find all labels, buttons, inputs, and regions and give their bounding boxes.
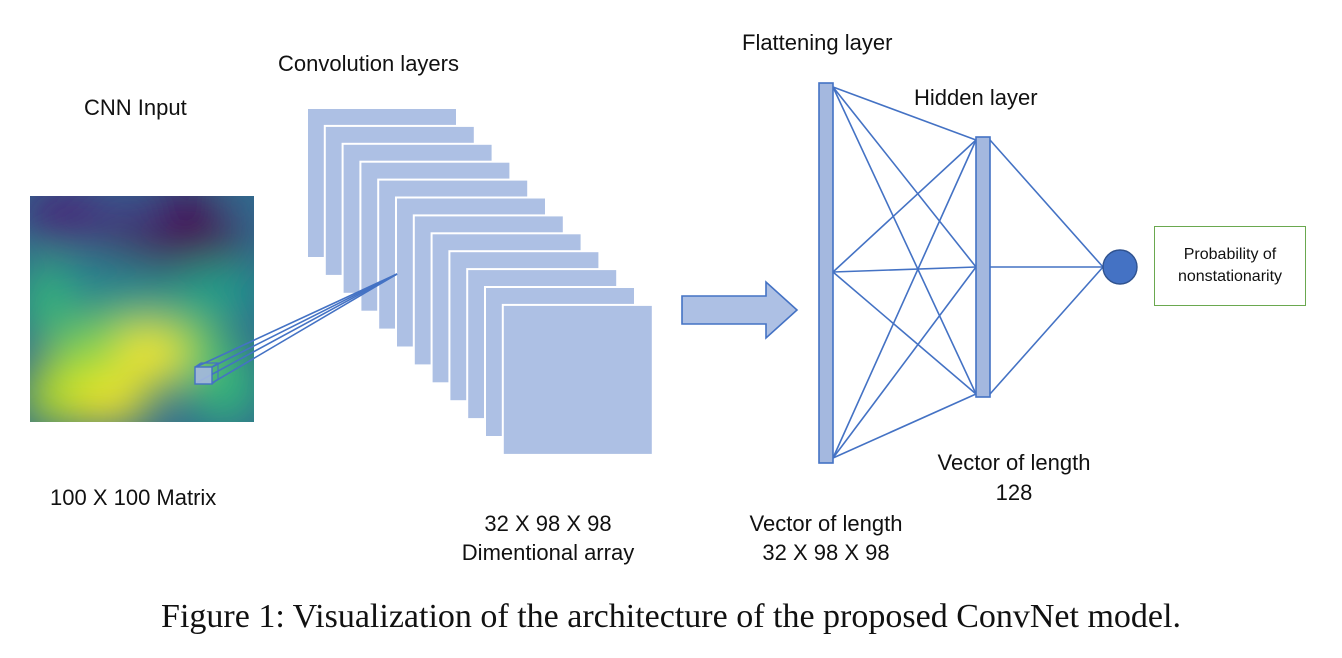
kernel-patch-icon bbox=[194, 362, 219, 385]
flat-size-line1: Vector of length bbox=[749, 511, 903, 536]
convolution-layers-label: Convolution layers bbox=[278, 51, 459, 76]
hidden-size-line2: 128 bbox=[995, 480, 1033, 505]
feature-map-12 bbox=[501, 303, 654, 456]
conv-size-line1: 32 X 98 X 98 bbox=[484, 511, 612, 536]
hidden-layer-label: Hidden layer bbox=[914, 85, 1038, 110]
hidden-layer-bar bbox=[975, 136, 991, 398]
cnn-input-label: CNN Input bbox=[84, 95, 187, 120]
figure-caption: Figure 1: Visualization of the architect… bbox=[161, 598, 1181, 635]
flattening-layer-bar bbox=[818, 82, 834, 464]
convolution-feature-maps bbox=[306, 107, 654, 456]
block-arrow-right-icon bbox=[681, 280, 799, 340]
flattening-layer-label: Flattening layer bbox=[742, 30, 893, 55]
output-node bbox=[1102, 249, 1138, 285]
dense-connections bbox=[832, 86, 1104, 459]
input-heatmap-image bbox=[30, 196, 254, 422]
conv-size-line2: Dimentional array bbox=[461, 540, 635, 565]
receptive-field-lines bbox=[195, 273, 398, 384]
output-probability-label: Probability of nonstationarity bbox=[1177, 246, 1283, 285]
flat-size-line2: 32 X 98 X 98 bbox=[762, 540, 890, 565]
hidden-size-line1: Vector of length bbox=[937, 450, 1091, 475]
output-probability-box: Probability of nonstationarity bbox=[1154, 226, 1306, 306]
input-size-label: 100 X 100 Matrix bbox=[50, 485, 217, 510]
